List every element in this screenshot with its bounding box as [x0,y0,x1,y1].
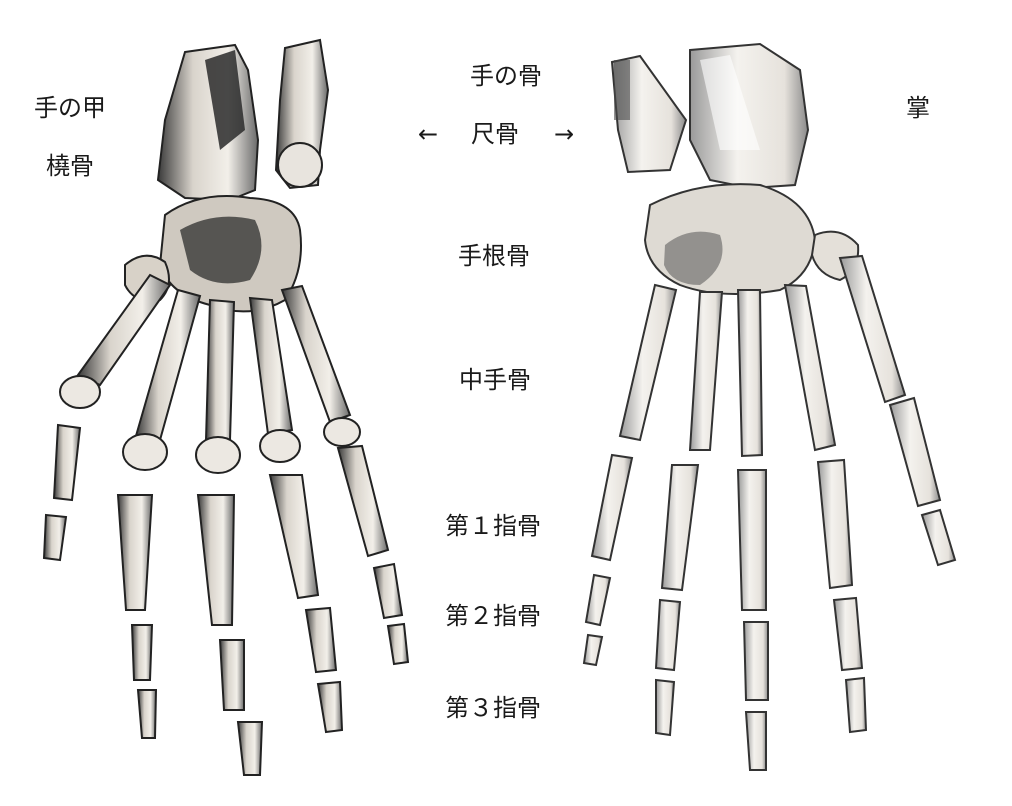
label-back-of-hand: 手の甲 [34,94,106,122]
arrow-left-icon: ← [418,120,438,148]
dorsal-phalanges [44,425,408,775]
label-second-phalanx: 第２指骨 [445,602,541,630]
dorsal-metacarpal-bones [60,275,360,473]
label-metacarpal-bones: 中手骨 [459,366,531,394]
palmar-ulna-bone [612,56,686,172]
title-hand-bones: 手の骨 [470,62,542,90]
label-ulna: 尺骨 [471,120,519,148]
dorsal-radius-bone [158,45,258,200]
label-radius: 橈骨 [46,152,94,180]
arrow-right-icon: → [554,120,574,148]
palmar-phalanges [584,398,955,770]
dorsal-ulna-bone [276,40,328,188]
label-palm: 掌 [906,94,930,122]
label-third-phalanx: 第３指骨 [445,694,541,722]
palmar-carpal-bones [645,184,858,294]
palmar-radius-bone [690,44,808,188]
label-first-phalanx: 第１指骨 [445,512,541,540]
label-carpal-bones: 手根骨 [458,242,530,270]
